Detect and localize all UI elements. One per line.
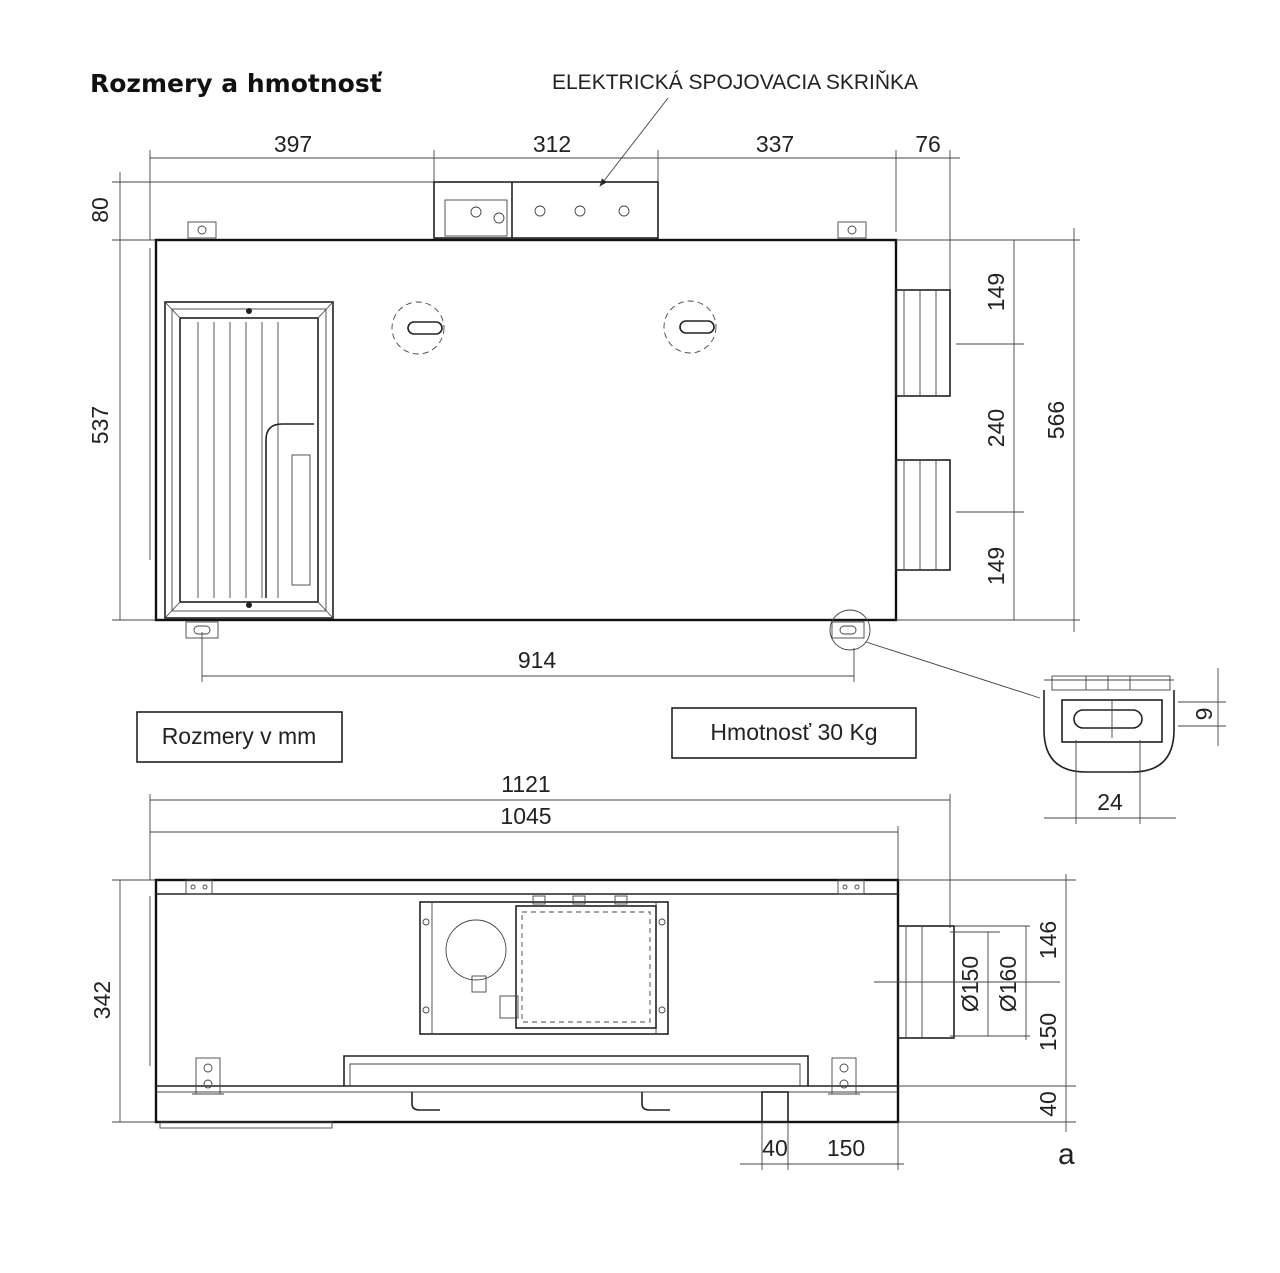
fan-symbol	[391, 301, 445, 355]
detail-outline	[1043, 690, 1175, 773]
dim-bottom-150: 150	[827, 1135, 865, 1161]
mounting-foot	[192, 1057, 224, 1095]
dim-bottom-914: 914	[518, 647, 557, 673]
terminal-circle	[574, 205, 586, 217]
mounting-bracket	[837, 221, 867, 239]
dim-right-149-bottom: 149	[983, 547, 1009, 585]
junction-box	[433, 181, 659, 239]
terminal-circle	[470, 206, 482, 218]
terminal-circle	[493, 212, 505, 224]
units-label: Rozmery v mm	[162, 723, 317, 749]
detail-a: 9 24	[1043, 668, 1226, 824]
dim-bottom-40: 40	[762, 1135, 788, 1161]
drain-outlet	[761, 1091, 789, 1123]
duct-spigot	[895, 459, 951, 571]
junction-box-panel	[444, 199, 508, 237]
drain-channel-inner	[349, 1063, 801, 1086]
dim-diameter-160: Ø160	[995, 956, 1021, 1012]
dim-top-337: 337	[756, 131, 794, 157]
side-duct-spigot	[874, 925, 1060, 1039]
base-foot	[159, 1121, 333, 1129]
detail-leader	[865, 641, 1041, 699]
fan-symbol	[663, 300, 717, 354]
detail-callout-circle	[829, 609, 871, 651]
detail-flange	[1051, 675, 1171, 691]
mounting-bracket	[185, 879, 213, 895]
mounting-bracket	[831, 621, 865, 639]
junction-box-label: ELEKTRICKÁ SPOJOVACIA SKRIŇKA	[552, 71, 918, 94]
filter-grille	[164, 301, 334, 619]
dim-150: 150	[1035, 1013, 1061, 1051]
dim-detail-24: 24	[1097, 789, 1123, 815]
dim-left-80: 80	[87, 197, 113, 223]
terminal-circle	[534, 205, 546, 217]
control-panel	[419, 895, 669, 1035]
drain-channel	[343, 1055, 809, 1086]
weight-label: Hmotnosť 30 Kg	[710, 719, 877, 745]
dim-40-right: 40	[1035, 1091, 1061, 1117]
junction-box-leader	[599, 97, 669, 187]
mounting-foot	[828, 1057, 860, 1095]
dim-left-537: 537	[87, 406, 113, 444]
dim-1121: 1121	[501, 771, 550, 797]
dim-top-312: 312	[533, 131, 571, 157]
dim-diameter-150: Ø150	[957, 956, 983, 1012]
dim-right-149-top: 149	[983, 273, 1009, 311]
page-title: Rozmery a hmotnosť	[90, 69, 383, 98]
hook	[641, 1092, 670, 1111]
dim-1045: 1045	[500, 803, 551, 829]
duct-spigot	[895, 289, 951, 397]
side-view: 1121 1045 342	[89, 771, 1076, 1171]
detail-slot	[1073, 709, 1143, 729]
units-box: Rozmery v mm	[136, 711, 343, 763]
mounting-bracket	[187, 221, 217, 239]
dim-top-76: 76	[915, 131, 941, 157]
mounting-bracket	[837, 879, 865, 895]
dim-342: 342	[89, 981, 115, 1019]
detail-reference-a: a	[1058, 1138, 1075, 1171]
dim-right-566: 566	[1043, 401, 1069, 439]
hook	[411, 1092, 440, 1111]
terminal-circle	[618, 205, 630, 217]
dim-146: 146	[1035, 921, 1061, 959]
top-view: 397 312 337 76 80 537	[87, 131, 1080, 699]
weight-box: Hmotnosť 30 Kg	[671, 707, 917, 759]
dim-right-240: 240	[983, 409, 1009, 447]
dim-detail-9: 9	[1191, 708, 1217, 721]
unit-body-top-view	[154, 238, 898, 622]
dim-top-397: 397	[274, 131, 312, 157]
